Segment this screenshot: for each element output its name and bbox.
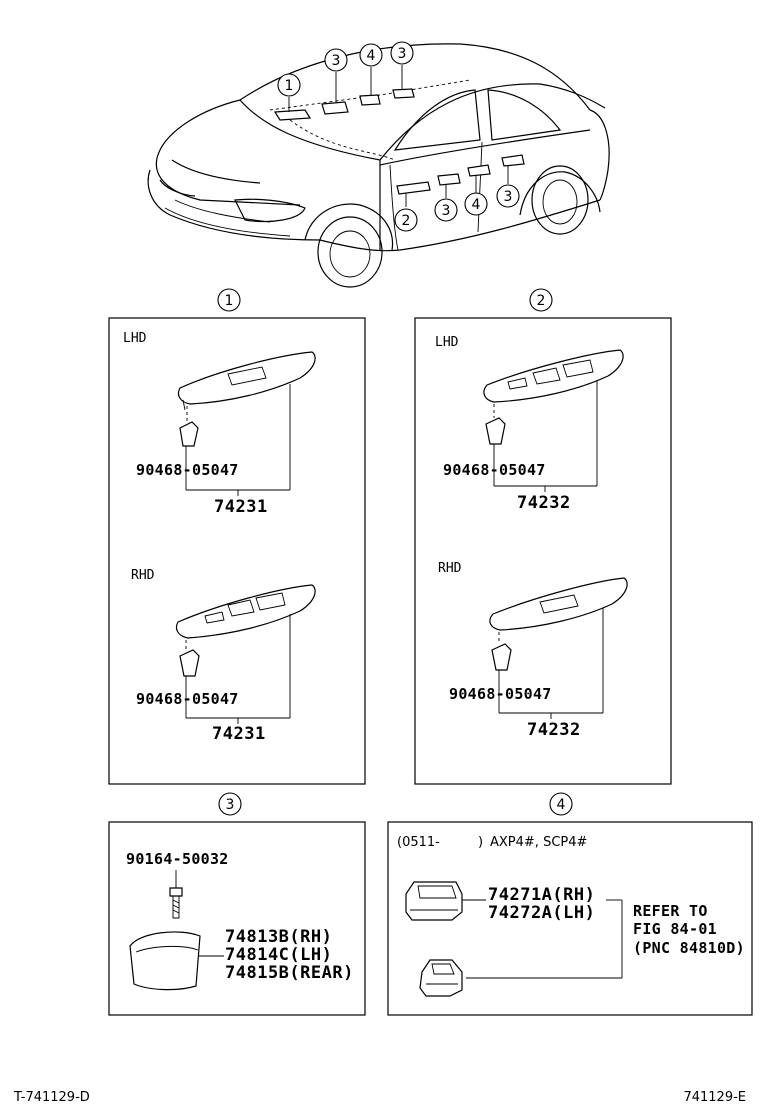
- section-callout-1-label: 1: [225, 293, 234, 309]
- panel1-rhd-clip-number: 90468-05047: [136, 690, 239, 708]
- section-callout-4: 4: [549, 792, 573, 816]
- panel3-part-lh: 74814C(LH): [225, 945, 332, 965]
- car-illustration: 1 3 4 3 2 3 4 3: [147, 41, 610, 288]
- panel2-lhd-label: LHD: [435, 335, 459, 350]
- panel2-rhd-clip-number: 90468-05047: [449, 685, 552, 703]
- panel1-lhd-part-number: 74231: [214, 497, 268, 517]
- panel4-refer-line3: (PNC 84810D): [633, 939, 745, 957]
- section-callout-3: 3: [218, 792, 242, 816]
- panel4-refer-line1: REFER TO: [633, 902, 708, 920]
- section-callout-2-label: 2: [537, 293, 546, 309]
- car-callout-3: 3: [332, 53, 341, 69]
- section-callout-4-label: 4: [557, 797, 566, 813]
- panel4-switch-rh: 74271A(RH): [488, 885, 595, 905]
- panel3-screw-number: 90164-50032: [126, 850, 229, 868]
- panel3-part-rh: 74813B(RH): [225, 927, 332, 947]
- panel1-lhd-clip-number: 90468-05047: [136, 461, 239, 479]
- panel2-rhd-part-number: 74232: [527, 720, 581, 740]
- panel4-date-open: (0511-: [397, 835, 440, 850]
- panel1-rhd-label: RHD: [131, 568, 155, 583]
- panel4-switch-lh: 74272A(LH): [488, 903, 595, 923]
- panel4-refer-line2: FIG 84-01: [633, 920, 717, 938]
- panel2-lhd-part-number: 74232: [517, 493, 571, 513]
- section-callout-3-label: 3: [226, 797, 235, 813]
- panel1-lhd-label: LHD: [123, 331, 147, 346]
- panel2-lhd-clip-number: 90468-05047: [443, 461, 546, 479]
- car-callout-4: 4: [472, 197, 481, 213]
- car-callout-2: 2: [402, 213, 411, 229]
- panel-1: LHD 90468-05047 74231 RHD 90468-05047 74…: [108, 317, 366, 785]
- car-callout-1: 1: [285, 78, 294, 94]
- car-callout-4: 4: [367, 48, 376, 64]
- panel3-part-rear: 74815B(REAR): [225, 963, 354, 983]
- section-callout-1: 1: [217, 288, 241, 312]
- panel-2: LHD 90468-05047 74232 RHD 90468-05047 74…: [414, 317, 672, 785]
- car-callout-3: 3: [504, 189, 513, 205]
- panel4-date-close: ): [478, 835, 483, 850]
- panel-4: (0511- ) AXP4#, SCP4# 74271A(RH) 74272A(…: [387, 821, 753, 1016]
- car-callout-3: 3: [442, 203, 451, 219]
- footer-left-code: T-741129-D: [13, 1090, 90, 1105]
- panel-3: 90164-50032 74813B(RH) 74814C(LH) 74815B…: [108, 821, 366, 1016]
- panel2-rhd-label: RHD: [438, 561, 462, 576]
- section-callout-2: 2: [529, 288, 553, 312]
- panel4-models: AXP4#, SCP4#: [490, 835, 587, 850]
- panel1-rhd-part-number: 74231: [212, 724, 266, 744]
- car-callout-3: 3: [398, 46, 407, 62]
- footer-right-code: 741129-E: [683, 1090, 746, 1105]
